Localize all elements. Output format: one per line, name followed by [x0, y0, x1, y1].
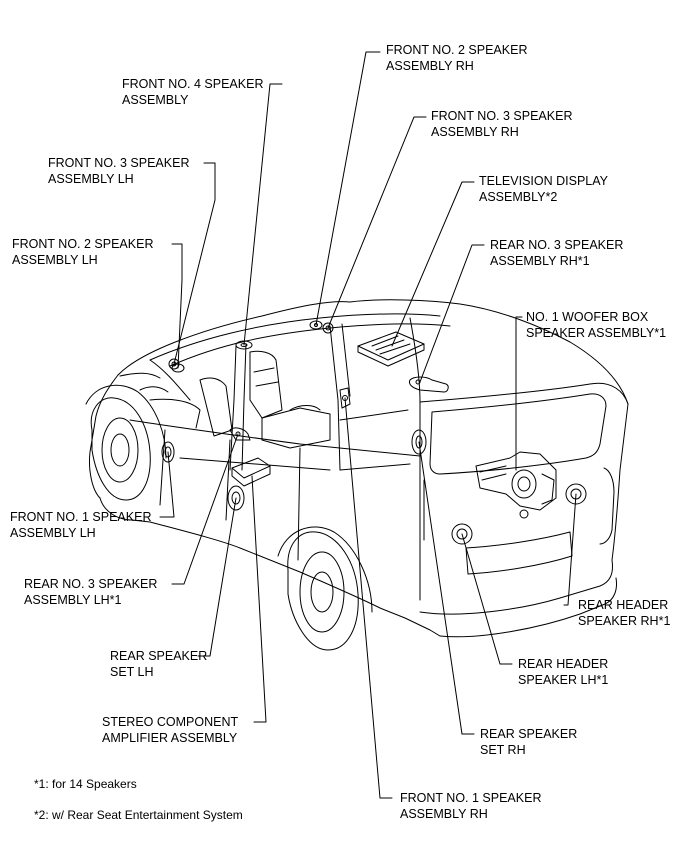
label-front-no4-speaker: FRONT NO. 4 SPEAKER ASSEMBLY	[122, 76, 263, 108]
label-front-no2-speaker-lh: FRONT NO. 2 SPEAKER ASSEMBLY LH	[12, 236, 153, 268]
label-line: ASSEMBLY LH	[12, 253, 98, 267]
rear-speaker-set-rh-glyph	[411, 429, 427, 455]
label-rear-no3-speaker-rh: REAR NO. 3 SPEAKER ASSEMBLY RH*1	[490, 237, 623, 269]
label-rear-speaker-set-rh: REAR SPEAKER SET RH	[480, 726, 577, 758]
rear-no3-rh-speaker-glyph	[409, 376, 449, 393]
label-line: REAR HEADER	[578, 598, 669, 612]
label-line: ASSEMBLY RH*1	[490, 254, 590, 268]
label-rear-speaker-set-lh: REAR SPEAKER SET LH	[110, 648, 207, 680]
label-rear-header-speaker-rh: REAR HEADER SPEAKER RH*1	[578, 597, 670, 629]
leader-lines	[159, 51, 577, 799]
footnote-2: *2: w/ Rear Seat Entertainment System	[34, 808, 243, 822]
rear-speaker-set-lh-glyph	[227, 485, 245, 511]
rear-header-lh-glyph	[451, 523, 473, 545]
label-rear-no3-speaker-lh: REAR NO. 3 SPEAKER ASSEMBLY LH*1	[24, 576, 157, 608]
vehicle-body	[89, 299, 629, 638]
label-line: REAR NO. 3 SPEAKER	[490, 238, 624, 252]
label-line: REAR HEADER	[518, 657, 609, 671]
label-line: ASSEMBLY RH	[431, 125, 519, 139]
label-line: STEREO COMPONENT	[102, 715, 239, 729]
label-front-no1-speaker-rh: FRONT NO. 1 SPEAKER ASSEMBLY RH	[400, 790, 541, 822]
label-rear-header-speaker-lh: REAR HEADER SPEAKER LH*1	[518, 656, 608, 688]
label-line: FRONT NO. 4 SPEAKER	[122, 77, 264, 91]
front-wheel	[85, 384, 167, 501]
label-line: AMPLIFIER ASSEMBLY	[102, 731, 238, 745]
label-line: ASSEMBLY LH*1	[24, 593, 122, 607]
label-line: SPEAKER ASSEMBLY*1	[526, 326, 667, 340]
woofer-box-glyph	[475, 451, 557, 519]
label-line: ASSEMBLY	[122, 93, 189, 107]
label-line: FRONT NO. 1 SPEAKER	[400, 791, 542, 805]
label-line: FRONT NO. 2 SPEAKER	[386, 43, 528, 57]
front-no3-rh-speaker-glyph	[322, 322, 334, 334]
label-front-no1-speaker-lh: FRONT NO. 1 SPEAKER ASSEMBLY LH	[10, 509, 151, 541]
label-line: SPEAKER LH*1	[518, 673, 609, 687]
rear-wheel	[277, 526, 373, 651]
rear-no3-lh-speaker-glyph	[229, 427, 251, 441]
label-line: FRONT NO. 1 SPEAKER	[10, 510, 152, 524]
label-front-no2-speaker-rh: FRONT NO. 2 SPEAKER ASSEMBLY RH	[386, 42, 527, 74]
label-woofer-box: NO. 1 WOOFER BOX SPEAKER ASSEMBLY*1	[526, 309, 666, 341]
label-line: SET LH	[110, 665, 154, 679]
label-line: FRONT NO. 2 SPEAKER	[12, 237, 154, 251]
label-line: NO. 1 WOOFER BOX	[526, 310, 649, 324]
label-front-no3-speaker-lh: FRONT NO. 3 SPEAKER ASSEMBLY LH	[48, 155, 189, 187]
label-line: SPEAKER RH*1	[578, 614, 671, 628]
label-line: FRONT NO. 3 SPEAKER	[48, 156, 190, 170]
footnote-1: *1: for 14 Speakers	[34, 777, 137, 791]
label-line: ASSEMBLY RH	[386, 59, 474, 73]
label-stereo-amplifier: STEREO COMPONENT AMPLIFIER ASSEMBLY	[102, 714, 238, 746]
tv-display-glyph	[357, 331, 425, 367]
amplifier-glyph	[231, 457, 271, 487]
label-line: ASSEMBLY RH	[400, 807, 488, 821]
label-line: ASSEMBLY LH	[10, 526, 96, 540]
label-line: REAR NO. 3 SPEAKER	[24, 577, 158, 591]
label-television-display: TELEVISION DISPLAY ASSEMBLY*2	[479, 173, 608, 205]
label-line: REAR SPEAKER	[480, 727, 578, 741]
label-line: ASSEMBLY*2	[479, 190, 558, 204]
label-line: TELEVISION DISPLAY	[479, 174, 608, 188]
label-front-no3-speaker-rh: FRONT NO. 3 SPEAKER ASSEMBLY RH	[431, 108, 572, 140]
label-line: FRONT NO. 3 SPEAKER	[431, 109, 573, 123]
label-line: SET RH	[480, 743, 526, 757]
label-line: ASSEMBLY LH	[48, 172, 134, 186]
label-line: REAR SPEAKER	[110, 649, 208, 663]
